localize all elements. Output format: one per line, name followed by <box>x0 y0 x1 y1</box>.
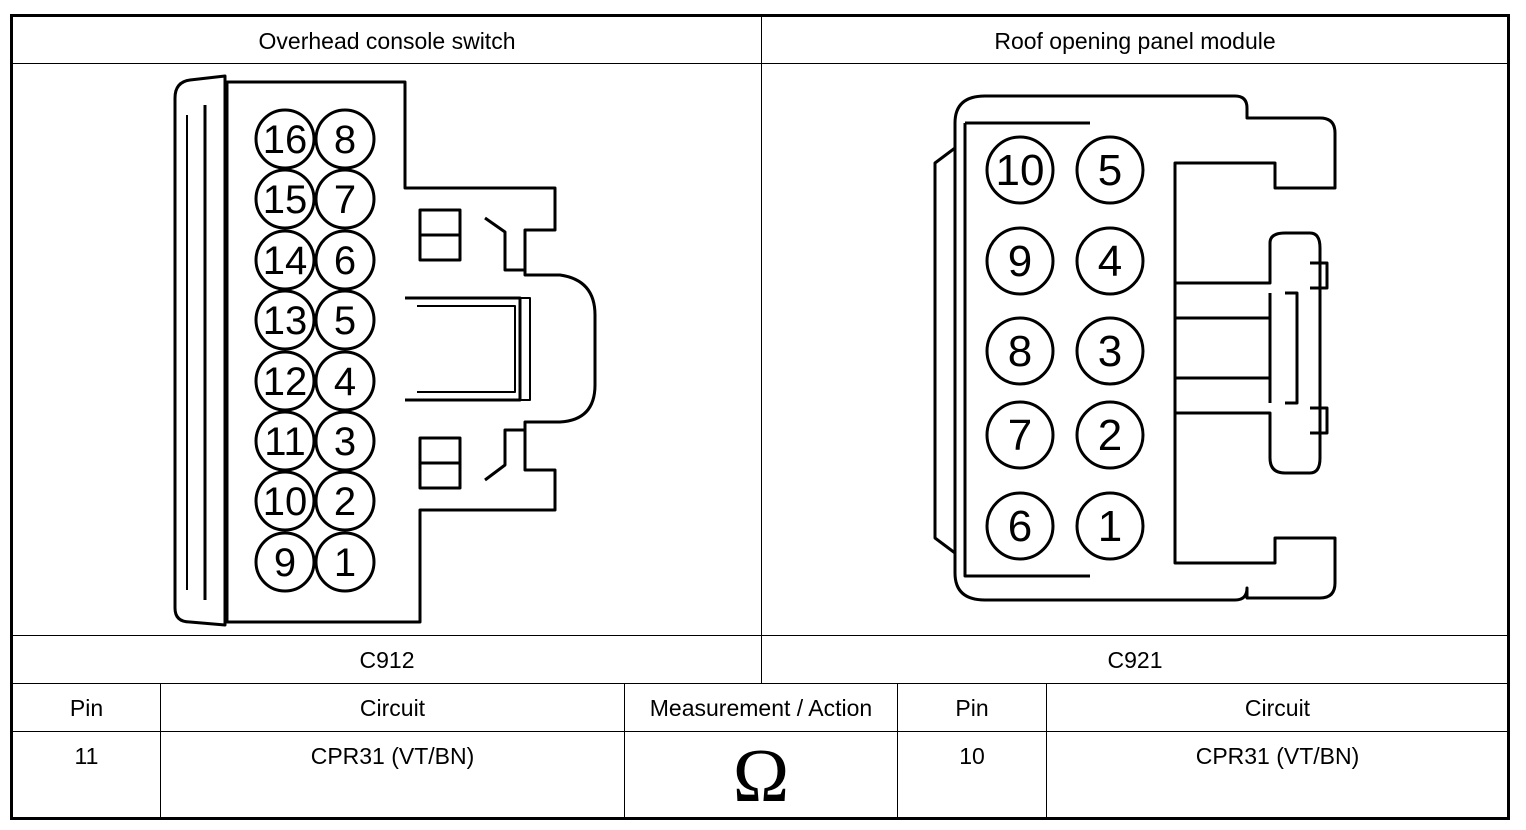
c921-pin-5 <box>1075 135 1145 205</box>
c921-pin-9 <box>985 226 1055 296</box>
c912-pin-2 <box>314 470 376 532</box>
diagnostic-table <box>10 14 1510 820</box>
c912-pin-11 <box>254 410 316 472</box>
c921-pin-label: 7 <box>1008 411 1032 460</box>
c921-pin-3 <box>1075 316 1145 386</box>
right-header: Roof opening panel module <box>994 28 1276 54</box>
c912-pin-label: 1 <box>334 541 356 585</box>
row-pin-b: 10 <box>959 743 985 769</box>
c912-pin-12 <box>254 350 316 412</box>
c912-pin-label: 9 <box>274 541 296 585</box>
c912-pin-label: 16 <box>263 118 308 162</box>
c912-pin-3 <box>314 410 376 472</box>
c921-pin-7 <box>985 400 1055 470</box>
c912-pin-10 <box>254 470 316 532</box>
left-header: Overhead console switch <box>258 28 516 54</box>
ohm-symbol-icon: Ω <box>732 734 790 818</box>
c921-body <box>953 94 1337 602</box>
c912-pin-16 <box>254 108 316 170</box>
c912-pin-label: 5 <box>334 299 356 343</box>
col-header-pin-b: Pin <box>955 695 989 721</box>
divider-center <box>761 17 762 684</box>
c912-pin-label: 14 <box>263 239 308 283</box>
c912-pin-label: 10 <box>263 480 308 524</box>
divider-col-1 <box>160 684 161 818</box>
c912-pin-13 <box>254 289 316 351</box>
col-header-pin-a: Pin <box>69 695 104 721</box>
c912-pin-label: 11 <box>264 420 306 464</box>
c912-pin-7 <box>314 168 376 230</box>
c912-pin-label: 2 <box>334 480 356 524</box>
c921-pin-8 <box>985 316 1055 386</box>
c912-pin-4 <box>314 350 376 412</box>
c921-pin-label: 1 <box>1098 502 1122 551</box>
divider-col-2 <box>624 684 625 818</box>
row-circuit-a: CPR31 (VT/BN) <box>310 743 475 769</box>
c921-pin-label: 6 <box>1008 502 1032 551</box>
c912-pin-14 <box>254 229 316 291</box>
c912-pin-label: 4 <box>334 360 356 404</box>
row-circuit-b: CPR31 (VT/BN) <box>1195 743 1360 769</box>
c912-pin-1 <box>314 531 376 593</box>
c912-pin-9 <box>254 531 316 593</box>
c921-pin-label: 2 <box>1098 411 1122 460</box>
col-header-circuit-b: Circuit <box>1244 695 1311 721</box>
c912-pin-8 <box>314 108 376 170</box>
divider-col-4 <box>1046 684 1047 818</box>
c912-connector-diagram: 16 8 15 7 14 6 13 5 12 4 11 3 10 2 9 1 <box>173 74 597 627</box>
c912-pin-field <box>254 108 376 593</box>
c921-pin-label: 4 <box>1098 237 1122 286</box>
c921-pin-field <box>985 135 1145 561</box>
c912-pin-label: 15 <box>263 178 308 222</box>
c921-pin-label: 10 <box>996 146 1045 195</box>
c912-pin-label: 7 <box>334 178 356 222</box>
c921-pin-label: 5 <box>1098 146 1122 195</box>
c921-connector-diagram: 10 5 9 4 8 3 7 2 6 1 <box>933 94 1337 602</box>
c912-pin-15 <box>254 168 316 230</box>
c912-body <box>225 80 597 624</box>
c921-pin-2 <box>1075 400 1145 470</box>
right-connector-id: C921 <box>1107 647 1163 673</box>
col-header-measurement: Measurement / Action <box>649 695 873 721</box>
divider-row <box>13 731 1510 732</box>
row-pin-a: 11 <box>74 743 99 769</box>
c912-pin-6 <box>314 229 376 291</box>
c921-pin-6 <box>985 491 1055 561</box>
c921-pin-1 <box>1075 491 1145 561</box>
c921-pin-label: 9 <box>1008 237 1032 286</box>
left-connector-id: C912 <box>359 647 415 673</box>
c912-pin-label: 12 <box>263 360 308 404</box>
c912-pin-label: 13 <box>263 299 308 343</box>
c912-outer-shell <box>173 74 227 627</box>
c921-pin-label: 3 <box>1098 327 1122 376</box>
divider-col-3 <box>897 684 898 818</box>
c921-pin-label: 8 <box>1008 327 1032 376</box>
col-header-circuit-a: Circuit <box>359 695 426 721</box>
c912-pin-label: 8 <box>334 118 356 162</box>
c912-pin-label: 6 <box>334 239 356 283</box>
c921-pin-10 <box>985 135 1055 205</box>
c912-pin-label: 3 <box>334 420 356 464</box>
c912-pin-5 <box>314 289 376 351</box>
c921-pin-4 <box>1075 226 1145 296</box>
